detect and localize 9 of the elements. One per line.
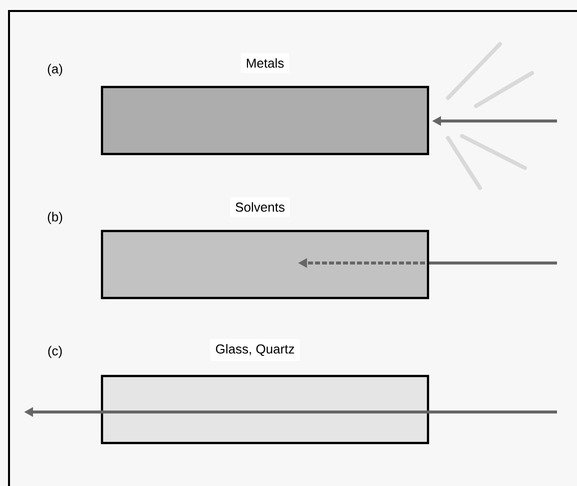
panel-label: (b) [48,212,62,224]
node-label: Metals [246,58,284,68]
sample-box: Solvents [100,197,430,300]
panel-label: (a) [48,64,62,76]
node-label: Glass, Quartz [216,344,294,356]
sample-box: Glass, Quartz [100,339,430,444]
panel-label: (c) [48,346,62,358]
node-label: Solvents [236,202,284,212]
sample-box: Metals [100,53,430,156]
